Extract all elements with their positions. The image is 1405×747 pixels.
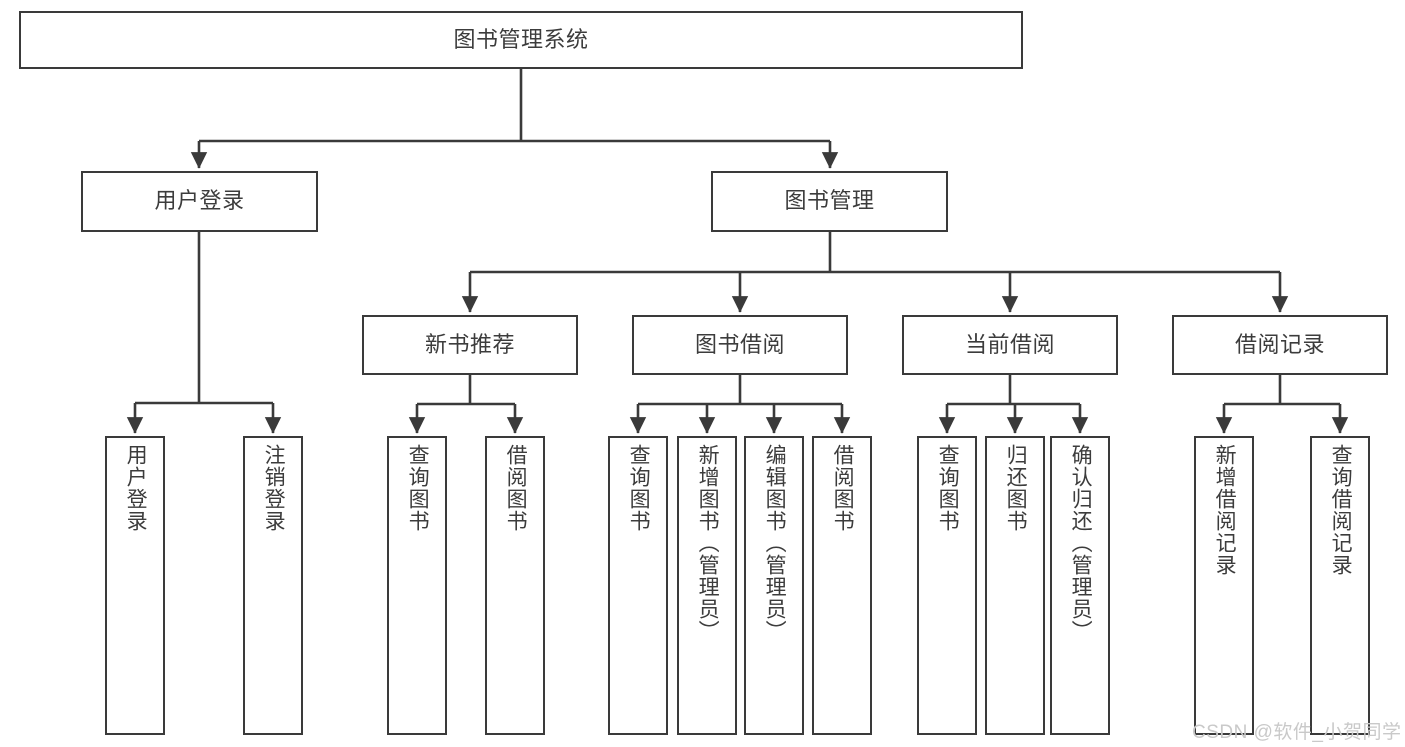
node-leaf-query-record[interactable]: 查询借阅记录: [1310, 436, 1370, 735]
node-leaf-add-record-label: 新增借阅记录: [1213, 444, 1237, 576]
node-leaf-borrow-book-2-label: 借阅图书: [831, 444, 855, 532]
node-leaf-edit-book[interactable]: 编辑图书（管理员）: [744, 436, 804, 735]
node-book-borrow[interactable]: 图书借阅: [632, 315, 848, 375]
node-current-borrow-label: 当前借阅: [964, 331, 1055, 357]
node-leaf-query-book-3[interactable]: 查询图书: [917, 436, 977, 735]
node-leaf-borrow-book-2[interactable]: 借阅图书: [812, 436, 872, 735]
edge-group-root: [190, 69, 839, 169]
node-leaf-borrow-book-1[interactable]: 借阅图书: [485, 436, 545, 735]
node-leaf-query-book-2-label: 查询图书: [627, 444, 651, 532]
node-leaf-add-book-label: 新增图书（管理员）: [696, 444, 720, 642]
node-leaf-confirm-return-label: 确认归还（管理员）: [1069, 444, 1093, 642]
node-root-label: 图书管理系统: [453, 26, 589, 52]
node-leaf-return-book-label: 归还图书: [1004, 444, 1028, 532]
edge-group-book-borrow: [629, 375, 851, 434]
node-current-borrow[interactable]: 当前借阅: [902, 315, 1118, 375]
node-user-login-label: 用户登录: [154, 188, 245, 214]
edge-group-book-manage: [461, 232, 1289, 313]
edge-group-user-login: [126, 232, 282, 434]
node-new-book-recommend[interactable]: 新书推荐: [362, 315, 578, 375]
node-new-book-recommend-label: 新书推荐: [424, 331, 515, 357]
node-leaf-query-record-label: 查询借阅记录: [1329, 444, 1353, 576]
node-leaf-user-login[interactable]: 用户登录: [105, 436, 165, 735]
node-leaf-add-book[interactable]: 新增图书（管理员）: [677, 436, 737, 735]
node-leaf-confirm-return[interactable]: 确认归还（管理员）: [1050, 436, 1110, 735]
node-book-manage[interactable]: 图书管理: [711, 171, 948, 232]
node-book-manage-label: 图书管理: [784, 188, 875, 214]
node-leaf-query-book-1[interactable]: 查询图书: [387, 436, 447, 735]
edge-group-borrow-record: [1215, 375, 1349, 434]
node-leaf-logout-label: 注销登录: [262, 444, 286, 532]
node-user-login[interactable]: 用户登录: [81, 171, 318, 232]
node-borrow-record-label: 借阅记录: [1234, 331, 1325, 357]
node-leaf-return-book[interactable]: 归还图书: [985, 436, 1045, 735]
node-borrow-record[interactable]: 借阅记录: [1172, 315, 1388, 375]
csdn-watermark: CSDN @软件_小贺同学: [1192, 722, 1402, 743]
node-leaf-edit-book-label: 编辑图书（管理员）: [763, 444, 787, 642]
edge-group-new-book-recommend: [408, 375, 524, 434]
node-leaf-logout[interactable]: 注销登录: [243, 436, 303, 735]
node-leaf-query-book-2[interactable]: 查询图书: [608, 436, 668, 735]
node-leaf-user-login-label: 用户登录: [124, 444, 148, 532]
node-root[interactable]: 图书管理系统: [19, 11, 1023, 69]
node-leaf-add-record[interactable]: 新增借阅记录: [1194, 436, 1254, 735]
node-leaf-borrow-book-1-label: 借阅图书: [504, 444, 528, 532]
edge-group-current-borrow: [938, 375, 1089, 434]
node-leaf-query-book-3-label: 查询图书: [936, 444, 960, 532]
node-leaf-query-book-1-label: 查询图书: [406, 444, 430, 532]
node-book-borrow-label: 图书借阅: [694, 331, 785, 357]
